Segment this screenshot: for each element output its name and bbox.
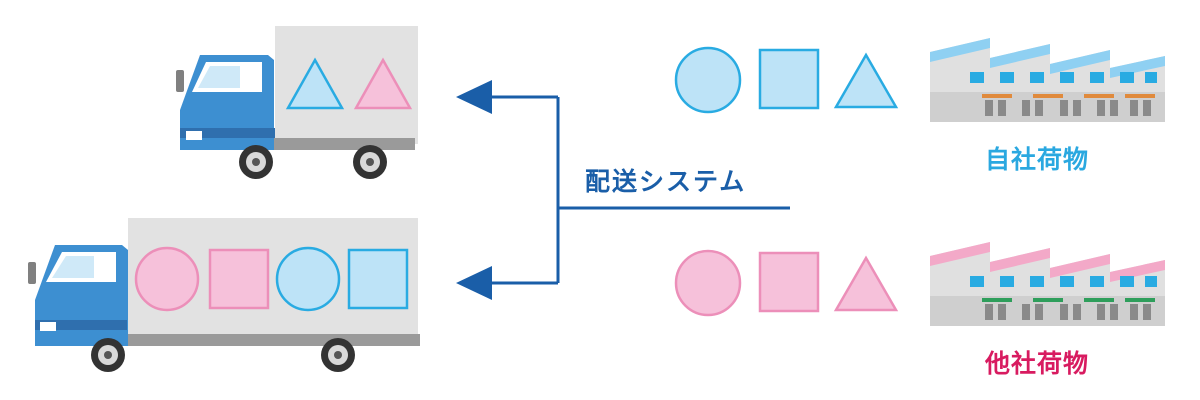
own-cargo-shapes: [674, 46, 899, 114]
square-shape: [758, 48, 820, 110]
factory-own-icon: [930, 38, 1165, 122]
other-cargo-shapes: [674, 249, 899, 317]
circle-shape: [674, 249, 742, 317]
other-cargo-label: 他社荷物: [985, 349, 1090, 378]
triangle-shape: [285, 57, 345, 110]
triangle-shape: [833, 255, 899, 312]
circle-shape: [674, 46, 742, 114]
arrow-left-icon: [456, 80, 492, 114]
square-shape: [758, 251, 820, 313]
circle-shape: [275, 246, 341, 312]
own-cargo-label: 自社荷物: [985, 145, 1090, 174]
square-shape: [347, 248, 409, 310]
bottom-truck-cargo: [134, 246, 409, 312]
triangle-shape: [833, 52, 899, 109]
delivery-system-label: 配送システム: [585, 167, 747, 196]
triangle-shape: [353, 57, 413, 110]
top-truck-cargo: [285, 57, 413, 110]
factory-other-icon: [930, 242, 1165, 326]
distribution-arrows: [456, 80, 790, 300]
arrow-left-icon: [456, 266, 492, 300]
circle-shape: [134, 246, 200, 312]
square-shape: [208, 248, 270, 310]
